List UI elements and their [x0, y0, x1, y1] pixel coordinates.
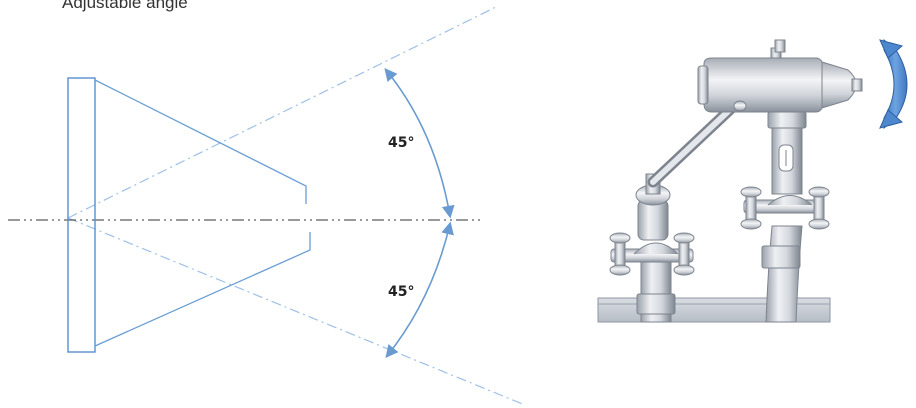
- left-pipe-clamp: [609, 173, 695, 323]
- nozzle-head: [697, 39, 863, 113]
- caption-partial: Adjustable angle: [62, 0, 188, 12]
- spray-body-lower-edge: [94, 232, 311, 347]
- upper-angle-arc: [384, 68, 455, 219]
- spray-schematic: 45° 45°: [8, 5, 526, 406]
- upper-projection-line: [67, 5, 499, 219]
- right-pipe-clamp: [740, 111, 830, 323]
- lower-angle-arc: [385, 221, 454, 358]
- nozzle-plate: [67, 77, 96, 353]
- lower-projection-line: [67, 217, 526, 406]
- upper-angle-label: 45°: [388, 135, 414, 151]
- curved-rotation-arrow-icon: [879, 38, 908, 130]
- spray-body-upper-edge: [94, 79, 307, 204]
- nozzle-assembly-illustration: [597, 38, 908, 323]
- lower-angle-label: 45°: [388, 284, 414, 300]
- diagonal-support-rod: [647, 97, 743, 188]
